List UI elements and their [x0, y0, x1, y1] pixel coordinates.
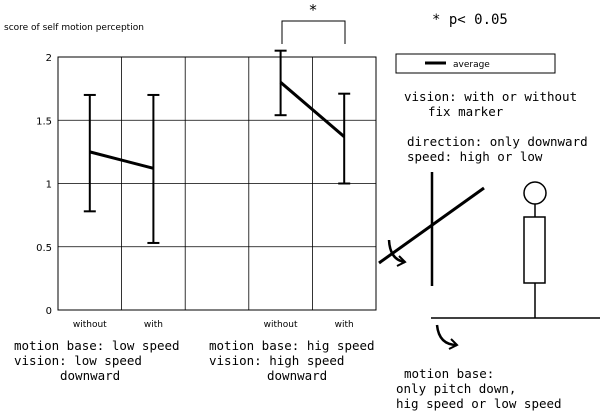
average-line [89, 150, 154, 170]
annotation-motion-base-1: motion base: [404, 366, 494, 381]
p-value-note: * p< 0.05 [432, 12, 508, 28]
x-tick-label: without [73, 320, 107, 330]
annotation-motion-base-3: hig speed or low speed [396, 396, 562, 411]
y-tick-label: 0 [46, 306, 52, 317]
x-tick-labels: without with without with [73, 320, 354, 330]
annotation-direction-2: speed: high or low [407, 149, 543, 164]
legend-box [395, 53, 556, 74]
annotation-direction-1: direction: only downward [407, 134, 588, 149]
y-tick-label: 1 [46, 180, 52, 191]
x-tick-label: without [264, 320, 298, 330]
y-axis-title: score of self motion perception [4, 23, 144, 33]
significance-star: * [308, 1, 317, 19]
plot-frame [57, 56, 377, 311]
rotation-arrowhead-upper [396, 255, 407, 267]
average-line [279, 81, 346, 138]
legend-label-average: average [453, 60, 490, 70]
legend: average [395, 53, 556, 74]
y-tick-labels: 0 0.5 1 1.5 2 [36, 53, 52, 317]
x-tick-label: with [335, 320, 354, 330]
annotation-vision-2: fix marker [428, 104, 504, 119]
rotation-arrow-lower [435, 324, 458, 347]
figure-body [523, 216, 546, 284]
group-label-line: vision: low speed [14, 353, 142, 368]
group-label-line: motion base: hig speed [209, 338, 375, 353]
significance-bracket: * [281, 1, 346, 44]
data-marks [83, 49, 351, 244]
group-label-line: downward [60, 368, 120, 383]
group-label-line: downward [267, 368, 327, 383]
y-tick-label: 0.5 [36, 243, 52, 254]
figure-head [523, 181, 547, 205]
annotation-vision-1: vision: with or without [404, 89, 577, 104]
plot-grid [58, 56, 376, 311]
y-tick-label: 2 [46, 53, 52, 64]
group-label-line: vision: high speed [209, 353, 344, 368]
group-label-line: motion base: low speed [14, 338, 180, 353]
rotation-arrowhead-lower [448, 338, 459, 350]
annotation-motion-base-2: only pitch down, [396, 381, 516, 396]
rotation-arrow-upper [387, 239, 406, 264]
y-tick-label: 1.5 [36, 116, 52, 127]
bracket-line [281, 20, 346, 44]
motion-diagram [378, 172, 600, 350]
x-tick-label: with [144, 320, 163, 330]
